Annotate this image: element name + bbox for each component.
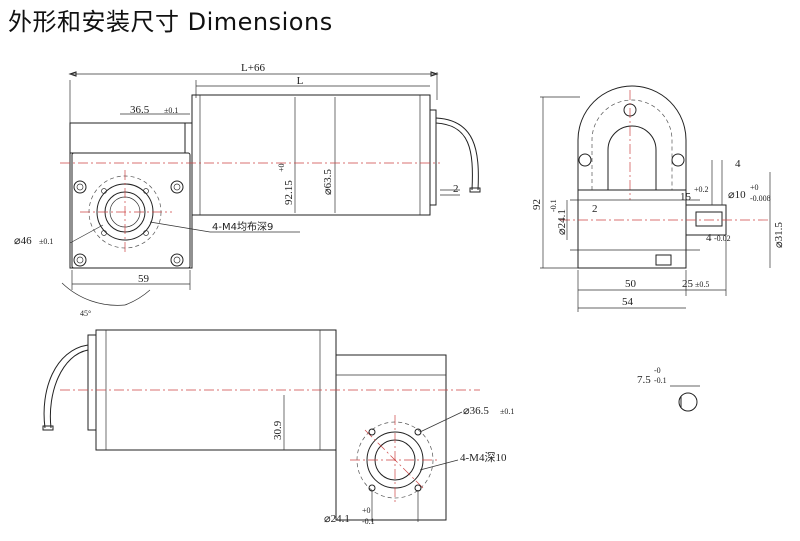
base-width-label: 59 xyxy=(138,273,150,285)
pilot-tol-upper: +0 xyxy=(362,506,371,515)
key-width-label: 4 xyxy=(735,158,741,170)
front-view: L+66 L 2 36.5 ±0.1 92.15 +0 ⌀63.5 xyxy=(14,62,481,318)
angle-label: 45° xyxy=(80,309,91,318)
overall-length-label: L+66 xyxy=(241,62,265,74)
side-gap-label: 2 xyxy=(592,203,598,215)
side-height-label: 92 xyxy=(531,199,543,210)
width-50-label: 50 xyxy=(625,278,637,290)
shaft-dia-label: ⌀10 xyxy=(728,189,746,201)
bore-dia-label: ⌀46 xyxy=(14,235,32,247)
bottom-view: 30.9 ⌀36.5 ±0.1 4-M4深10 ⌀24.1 +0 -0.1 xyxy=(42,329,514,526)
key-tol: -0.02 xyxy=(714,234,731,243)
side-view: 92 ⌀31.5 ⌀24.1 -0.1 2 4 15 +0.2 ⌀10 +0 - xyxy=(531,85,785,312)
page-title: 外形和安装尺寸 Dimensions xyxy=(8,8,333,36)
pcd-label: ⌀36.5 xyxy=(463,405,489,417)
bottom-height-label: 30.9 xyxy=(272,420,284,440)
flat-tol-lower: -0.1 xyxy=(654,376,667,385)
mount-holes-label: 4-M4均布深9 xyxy=(212,221,273,233)
pilot-tol-lower: -0.1 xyxy=(362,517,375,526)
pilot-dia-label: ⌀24.1 xyxy=(324,513,350,525)
shaft-len-label: 15 xyxy=(680,191,692,203)
pcd-tol: ±0.1 xyxy=(500,407,514,416)
flat-label: 7.5 xyxy=(637,374,651,386)
shaft-dia-tol-upper: +0 xyxy=(750,183,759,192)
bottom-holes-label: 4-M4深10 xyxy=(460,451,507,464)
motor-length-label: L xyxy=(297,75,304,87)
center-dia-tol: -0.1 xyxy=(549,199,558,212)
motor-dia-label: ⌀63.5 xyxy=(322,169,334,195)
bore-dia-tol: ±0.1 xyxy=(39,237,53,246)
height-tol-upper: +0 xyxy=(277,163,286,172)
flange-offset-label: 36.5 xyxy=(130,104,150,116)
flat-tol-upper: -0 xyxy=(654,366,661,375)
total-width-label: 54 xyxy=(622,296,634,308)
shaft-ext-tol: ±0.5 xyxy=(695,280,709,289)
shaft-dia-tol-lower: -0.008 xyxy=(750,194,771,203)
flange-offset-tol: ±0.1 xyxy=(164,106,178,115)
shaft-ext-label: 25 xyxy=(682,278,694,290)
center-dia-label: ⌀24.1 xyxy=(556,209,568,235)
flange-dia-label: ⌀31.5 xyxy=(773,222,785,248)
shaft-len-tol: +0.2 xyxy=(694,185,709,194)
key-size-label: 4 xyxy=(706,232,712,244)
height-dim-label: 92.15 xyxy=(283,180,295,205)
end-gap-label: 2 xyxy=(453,183,459,195)
shaft-section: 7.5 -0 -0.1 xyxy=(637,366,700,412)
